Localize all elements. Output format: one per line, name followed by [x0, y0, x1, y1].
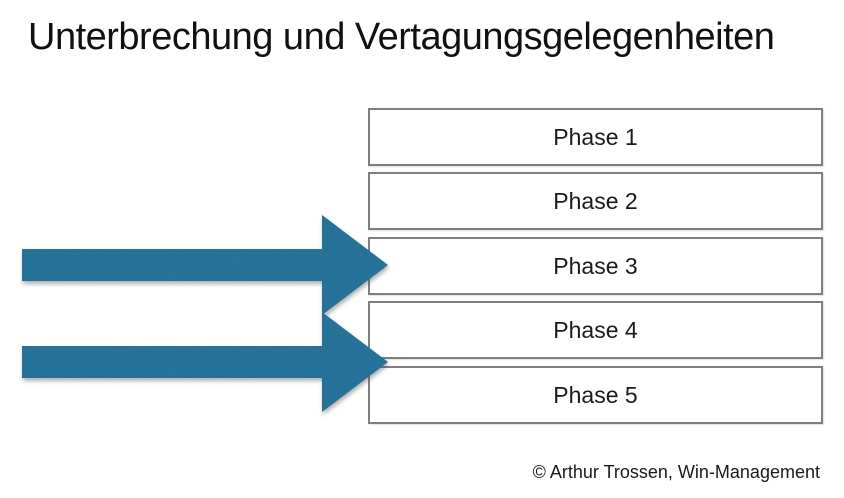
phase-label: Phase 4 [553, 316, 638, 343]
copyright-footer: © Arthur Trossen, Win-Management [532, 462, 820, 482]
phase-box-2: Phase 2 [368, 172, 823, 230]
slide-title: Unterbrechung und Vertagungsgelegenheite… [28, 16, 775, 58]
phase-label: Phase 3 [553, 252, 638, 279]
phase-box-1: Phase 1 [368, 108, 823, 166]
phase-box-4: Phase 4 [368, 301, 823, 359]
arrow-to-phase-4-icon [22, 312, 388, 412]
arrow-to-phase-3-icon [22, 215, 388, 315]
phase-box-3: Phase 3 [368, 237, 823, 295]
phase-label: Phase 2 [553, 187, 638, 214]
phase-label: Phase 1 [553, 123, 638, 150]
phase-box-5: Phase 5 [368, 366, 823, 424]
phase-stack: Phase 1 Phase 2 Phase 3 Phase 4 Phase 5 [368, 0, 823, 498]
phase-label: Phase 5 [553, 381, 638, 408]
